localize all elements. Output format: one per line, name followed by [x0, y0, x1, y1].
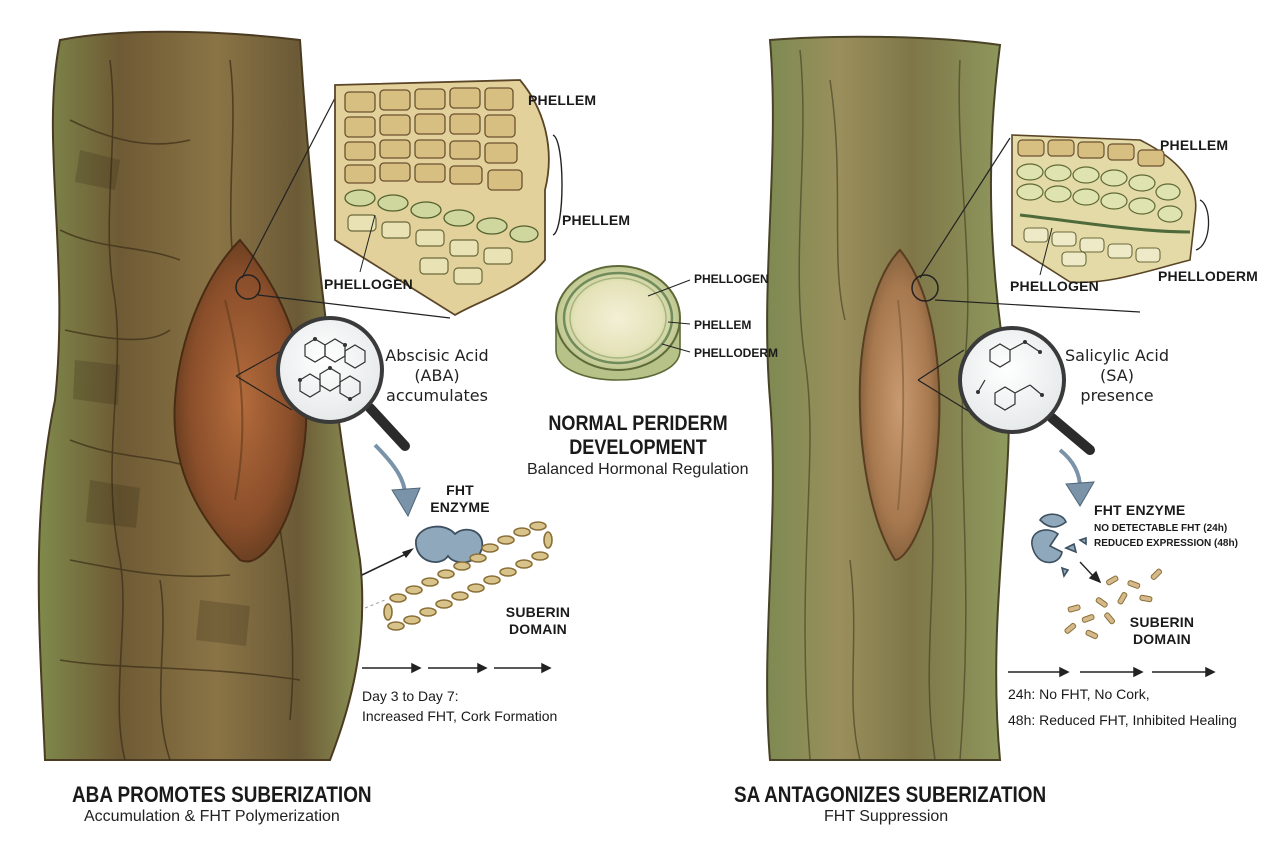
right-wound	[858, 248, 941, 562]
center-title: NORMAL PERIDERM DEVELOPMENT	[508, 412, 768, 460]
right-panel-title: SA ANTAGONIZES SUBERIZATION	[734, 782, 1047, 807]
right-enzyme-notes: NO DETECTABLE FHT (24h) REDUCED EXPRESSI…	[1094, 521, 1238, 551]
right-suberin-fragments	[1064, 568, 1163, 640]
right-enzyme-title: FHT ENZYME	[1094, 502, 1186, 518]
right-label-phellogen: PHELLOGEN	[1010, 278, 1099, 294]
left-domain-line1: SUBERIN	[505, 604, 571, 620]
right-hormone-line2: (SA)	[1100, 366, 1134, 385]
right-hormone-text: Salicylic Acid (SA) presence	[1052, 346, 1182, 406]
left-arrow-icon	[373, 443, 407, 496]
left-suberin-chain	[383, 521, 553, 631]
left-timeline-line2: Increased FHT, Cork Formation	[362, 708, 558, 724]
left-panel-title: ABA PROMOTES SUBERIZATION	[72, 782, 372, 807]
left-hormone-line3: accumulates	[386, 386, 488, 405]
right-tree-trunk	[766, 35, 1010, 761]
right-callout-lines	[917, 137, 1141, 413]
right-domain-line1: SUBERIN	[1129, 614, 1195, 630]
center-title-line2: DEVELOPMENT	[569, 436, 707, 459]
right-label-phelloderm: PHELLODERM	[1158, 268, 1258, 284]
left-sample-circle	[235, 274, 261, 300]
right-timeline-line1: 24h: No FHT, No Cork,	[1008, 686, 1150, 702]
left-magnifier-icon	[276, 316, 410, 451]
left-timeline-arrows	[362, 662, 552, 674]
left-domain-line2: DOMAIN	[509, 621, 567, 637]
left-enzyme-line1: FHT	[446, 482, 474, 498]
left-timeline-line1: Day 3 to Day 7:	[362, 688, 459, 704]
left-hormone-line2: (ABA)	[414, 366, 460, 385]
center-ring-label-phellem: PHELLEM	[694, 318, 752, 332]
center-subtitle: Balanced Hormonal Regulation	[527, 461, 749, 478]
right-enzyme-note2: REDUCED EXPRESSION (48h)	[1094, 538, 1238, 549]
right-enzyme-note1: NO DETECTABLE FHT (24h)	[1094, 523, 1228, 534]
right-timeline-arrows	[1008, 666, 1216, 678]
periderm-cross-section	[555, 265, 691, 381]
left-label-phellem-side: PHELLEM	[562, 212, 631, 228]
center-title-line1: NORMAL PERIDERM	[548, 412, 728, 435]
right-arrow-icon	[1058, 448, 1082, 489]
left-label-phellem-top: PHELLEM	[528, 92, 597, 108]
left-panel-subtitle: Accumulation & FHT Polymerization	[84, 808, 340, 825]
left-label-phellogen: PHELLOGEN	[324, 276, 413, 292]
right-cell-block	[1011, 134, 1210, 284]
right-magnifier-icon	[958, 326, 1095, 455]
right-hormone-line3: presence	[1080, 386, 1154, 405]
left-timeline-text: Day 3 to Day 7: Increased FHT, Cork Form…	[362, 686, 557, 726]
right-label-phellem: PHELLEM	[1160, 137, 1229, 153]
right-sample-circle	[911, 274, 939, 302]
left-enzyme-line2: ENZYME	[430, 499, 490, 515]
right-broken-enzyme	[1031, 513, 1087, 578]
right-timeline-line2: 48h: Reduced FHT, Inhibited Healing	[1008, 712, 1237, 728]
left-hormone-line1: Abscisic Acid	[385, 346, 489, 365]
left-hormone-text: Abscisic Acid (ABA) accumulates	[372, 346, 502, 406]
center-ring-label-phelloderm: PHELLODERM	[694, 346, 778, 360]
right-hormone-line1: Salicylic Acid	[1065, 346, 1169, 365]
center-ring-label-phellogen: PHELLOGEN	[694, 272, 769, 286]
left-suberin-domain-label: SUBERIN DOMAIN	[498, 604, 578, 638]
right-panel-subtitle: FHT Suppression	[824, 808, 949, 825]
right-domain-line2: DOMAIN	[1133, 631, 1191, 647]
left-cell-block	[334, 79, 563, 317]
left-fht-enzyme	[361, 525, 484, 576]
right-suberin-domain-label: SUBERIN DOMAIN	[1122, 614, 1202, 648]
left-enzyme-label: FHT ENZYME	[420, 482, 500, 516]
